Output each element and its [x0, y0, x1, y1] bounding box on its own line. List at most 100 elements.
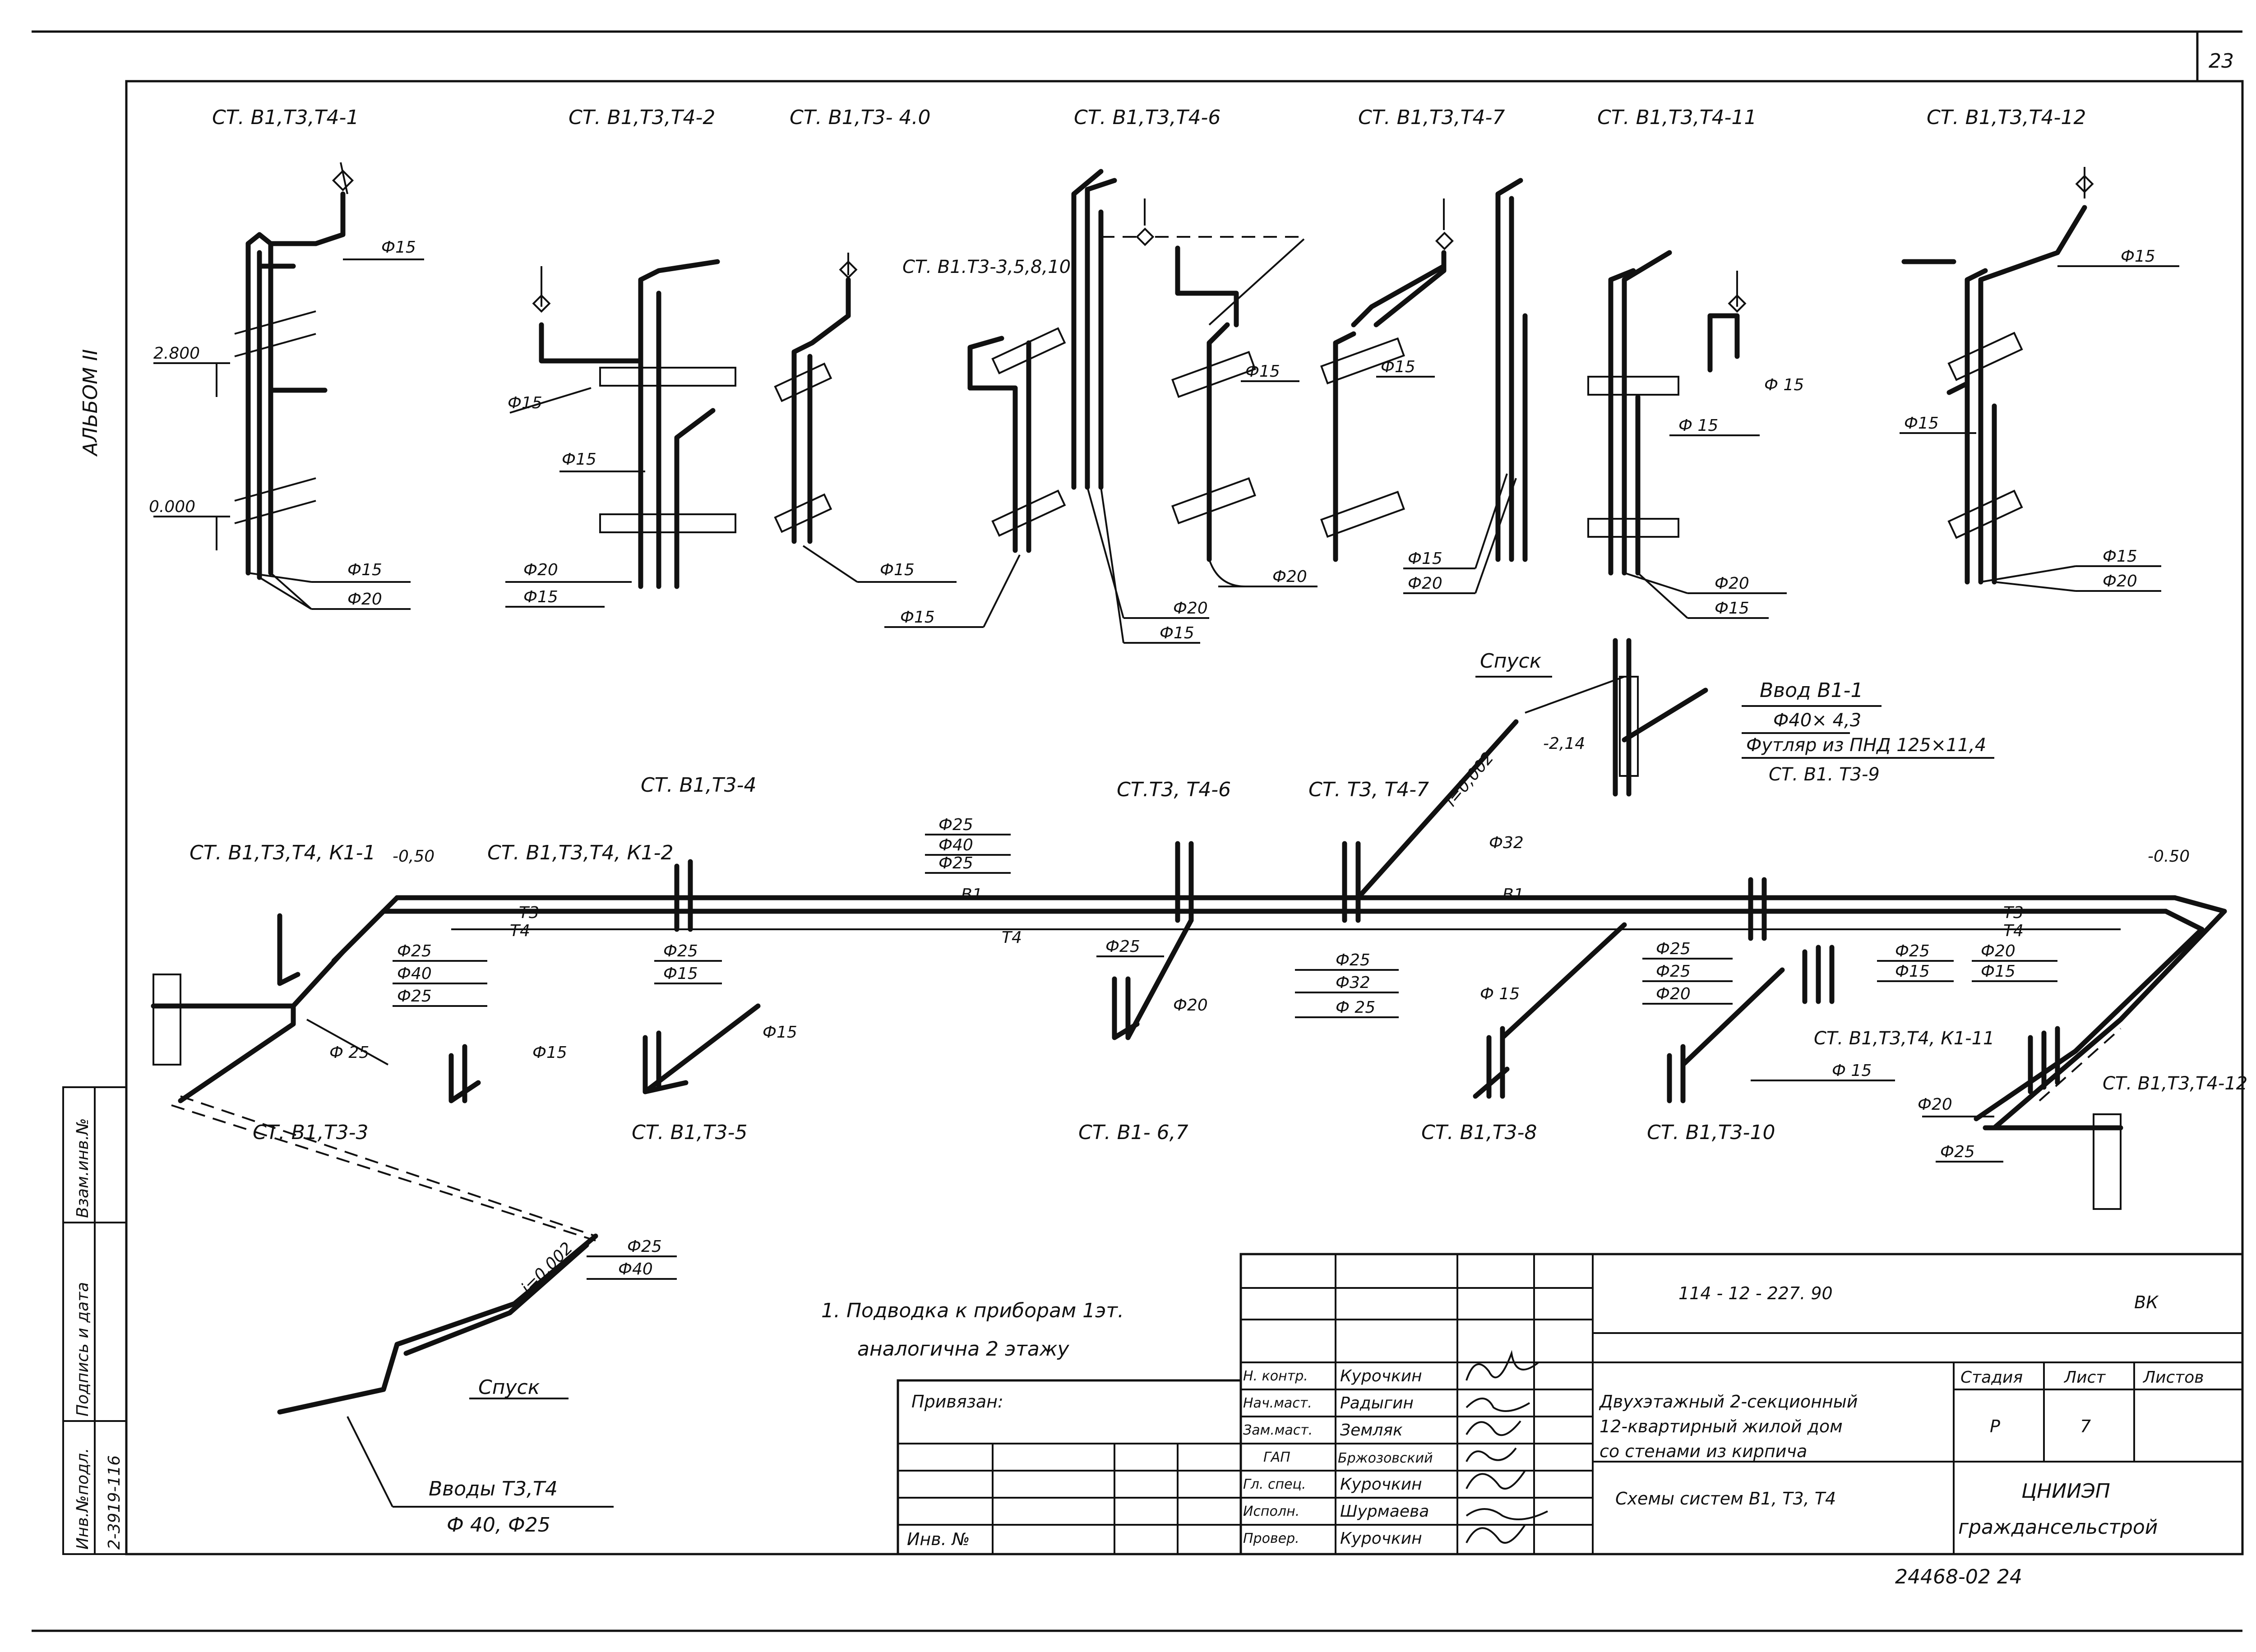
bd-d32-b: Ф32	[1489, 834, 1524, 852]
bd-d25-h: Ф25	[1336, 951, 1370, 969]
riser-title-7: СТ. В1,Т3,Т4-7	[1358, 106, 1505, 129]
bd-d15-c: Ф15	[763, 1023, 797, 1042]
label-st-t3t4-7: СТ. Т3, Т4-7	[1308, 778, 1429, 801]
slope-label-2: i=0,002	[518, 1239, 576, 1297]
name-5: Шурмаева	[1340, 1502, 1429, 1521]
r7-d15-b: Ф15	[1408, 549, 1442, 568]
pipe-t3-label: Т3	[519, 904, 539, 922]
vvody-label: Вводы Т3,Т4	[429, 1477, 558, 1500]
elev-m050-left: -0,50	[393, 847, 435, 866]
label-st-b1t3-4: СТ. В1,Т3-4	[641, 774, 756, 797]
bd-d20-a: Ф20	[1173, 996, 1208, 1015]
role-3: ГАП	[1263, 1449, 1290, 1465]
section-code: ВК	[2134, 1292, 2159, 1312]
bd-d25-l: Ф25	[1895, 942, 1930, 960]
riser-title-1: СТ. В1,Т3,Т4-1	[212, 106, 359, 129]
pipe-b1-label: В1	[961, 886, 983, 904]
name-3: Бржозовский	[1338, 1450, 1433, 1466]
r6-d20: Ф20	[1272, 568, 1307, 586]
r12-d15: Ф15	[2103, 547, 2137, 566]
signature-1	[1465, 1398, 1530, 1412]
signature-4	[1465, 1470, 1526, 1490]
riser-title-4-0: СТ. В1,Т3- 4.0	[790, 106, 930, 129]
riser-title-11: СТ. В1,Т3,Т4-11	[1597, 106, 1757, 129]
bd-d25-a: Ф25	[397, 942, 432, 960]
org-line-1: ЦНИИЭП	[2021, 1480, 2110, 1503]
riser-2-schematic: Ф15 Ф15 Ф20 Ф15	[505, 259, 736, 608]
label-st-t3t4-6: СТ.Т3, Т4-6	[1117, 778, 1231, 801]
note-line-1: 1. Подводка к приборам 1эт.	[821, 1299, 1124, 1322]
role-2: Зам.маст.	[1243, 1422, 1313, 1438]
podpis-label: Подпись и дата	[74, 1282, 92, 1417]
album-label: АЛЬБОМ II	[79, 349, 102, 457]
bd-d25-c: Ф25	[663, 942, 698, 960]
sheet-value: 7	[2080, 1417, 2091, 1436]
note-line-2: аналогична 2 этажу	[857, 1338, 1070, 1361]
r11-d20: Ф20	[1715, 574, 1749, 593]
riser-4-0-schematic: Ф15	[774, 253, 957, 583]
stage-label: Стадия	[1960, 1368, 2023, 1387]
sheets-label: Листов	[2142, 1368, 2204, 1387]
bd-d15-b: Ф15	[532, 1043, 567, 1062]
r12-d15-left: Ф15	[1904, 414, 1939, 433]
riser-title-12: СТ. В1,Т3,Т4-12	[1927, 106, 2086, 129]
label-st-k1-2: СТ. В1,Т3,Т4, К1-2	[487, 841, 674, 864]
r12-d15-top: Ф15	[2121, 247, 2155, 266]
futlyar-label: Футляр из ПНД 125×11,4	[1746, 735, 1986, 756]
project-line-1: Двухэтажный 2-секционный	[1599, 1392, 1858, 1412]
bd-d25-e: Ф25	[938, 816, 973, 834]
name-1: Радыгин	[1340, 1394, 1414, 1412]
bd-d15-f: Ф15	[1981, 962, 2016, 981]
bd-d32-a: Ф32	[1336, 974, 1370, 992]
project-line-3: со стенами из кирпича	[1600, 1441, 1807, 1461]
pipe-t4-main-label: Т4	[1002, 928, 1022, 947]
r7-d20: Ф20	[1408, 574, 1442, 593]
signature-3	[1465, 1447, 1517, 1462]
name-0: Курочкин	[1340, 1367, 1422, 1385]
pipe-t4-label: Т4	[510, 922, 530, 940]
riser-7-schematic: Ф15 Ф15 Ф20	[1320, 178, 1528, 594]
side-stamp: Взам.инв.№ Подпись и дата Инв.№подл. 2-3…	[62, 1086, 127, 1555]
bd-d25-n: Ф25	[627, 1237, 662, 1256]
label-st-b1t3-3: СТ. В1,Т3-3	[253, 1121, 368, 1144]
doc-code: 114 - 12 - 227. 90	[1678, 1283, 1833, 1303]
signature-5	[1465, 1508, 1548, 1520]
bd-d15-g: Ф 15	[1832, 1061, 1872, 1080]
elev-2800: 2.800	[153, 344, 200, 363]
spusk-label: Спуск	[1480, 650, 1542, 673]
bd-d20-b: Ф20	[1656, 985, 1691, 1003]
bd-d25-d: Ф 25	[329, 1043, 369, 1062]
pipe-b1-right-label: В1	[1502, 886, 1524, 904]
riser-11-schematic: Ф 15 Ф 15 Ф20 Ф15	[1587, 250, 1804, 619]
basement-distribution	[151, 638, 2227, 1415]
r1-d15: Ф15	[347, 561, 382, 579]
riser-title-6: СТ. В1,Т3,Т4-6	[1074, 106, 1220, 129]
spusk-label-2: Спуск	[478, 1376, 540, 1399]
r7-d15: Ф15	[1381, 358, 1415, 376]
pipe-t3-right-label: Т3	[2003, 904, 2024, 922]
bd-d25-k: Ф25	[1656, 962, 1691, 981]
label-st-b1t3-8: СТ. В1,Т3-8	[1421, 1121, 1537, 1144]
role-5: Исполн.	[1243, 1504, 1299, 1519]
bd-d15-e: Ф15	[1895, 962, 1930, 981]
project-line-2: 12-квартирный жилой дом	[1600, 1417, 1843, 1436]
sheet-label: Лист	[2063, 1368, 2106, 1387]
pipe-t4-right-label: Т4	[2003, 922, 2024, 940]
label-st-k1-1: СТ. В1,Т3,Т4, К1-1	[190, 841, 376, 864]
signature-0	[1465, 1350, 1539, 1381]
bd-d25-b: Ф25	[397, 987, 432, 1006]
bd-d20-d: Ф20	[1918, 1095, 1952, 1114]
r2-d15-a: Ф15	[508, 394, 542, 412]
name-2: Земляк	[1340, 1421, 1403, 1440]
archive-number: 24468-02 24	[1895, 1565, 2022, 1588]
bd-d25-m: Ф25	[1940, 1143, 1975, 1161]
bd-d40-b: Ф40	[938, 836, 973, 854]
name-4: Курочкин	[1340, 1475, 1422, 1494]
r358-d15: Ф15	[900, 608, 935, 627]
vzam-label: Взам.инв.№	[74, 1118, 92, 1218]
inv-label: Инв. №	[907, 1529, 970, 1549]
r1-d20: Ф20	[347, 590, 382, 609]
label-st-t4-12: СТ. В1,Т3,Т4-12	[2103, 1073, 2247, 1094]
